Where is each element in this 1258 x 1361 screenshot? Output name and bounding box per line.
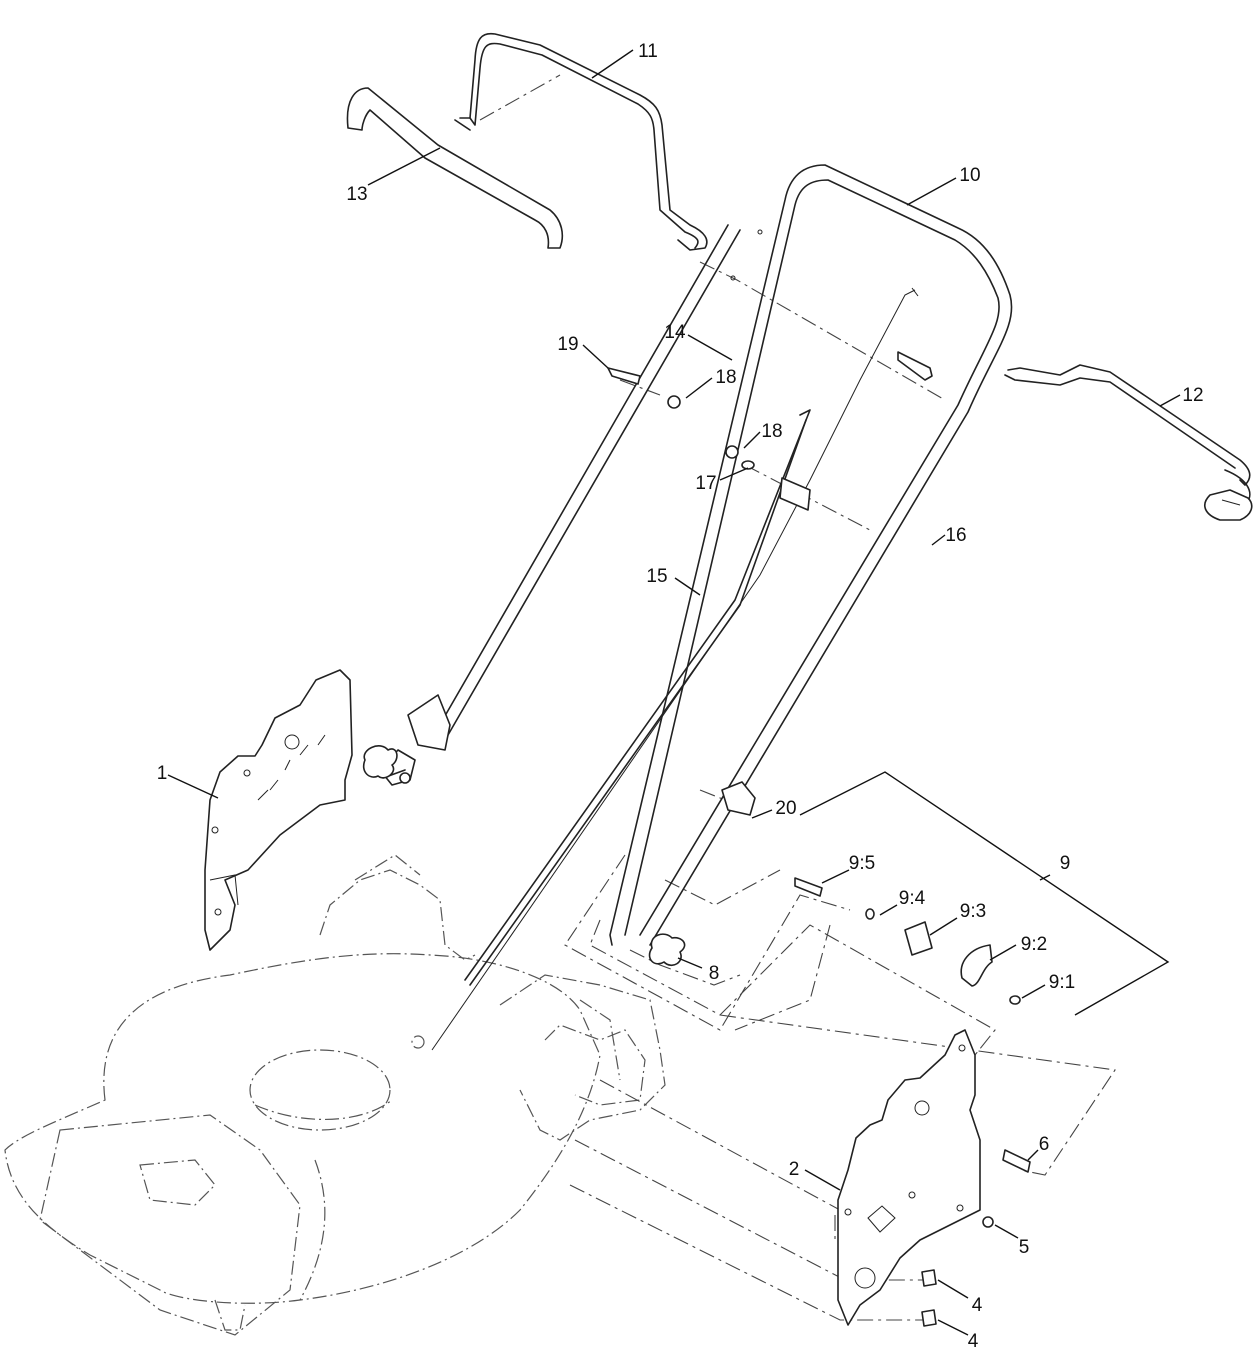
callout-4-upper: 4 [972, 1295, 983, 1316]
part-2-side-plate [837, 1029, 981, 1326]
kit-9-outline [799, 771, 1170, 1016]
callout-19: 19 [557, 334, 578, 355]
cable-guide [779, 477, 811, 511]
part-11-bail [454, 32, 708, 251]
callout-4-lower: 4 [968, 1331, 979, 1352]
callout-9: 9 [1060, 853, 1071, 874]
callout-1: 1 [157, 763, 168, 784]
leader-lines [167, 49, 1181, 1336]
part-19-pin [607, 367, 641, 385]
part-6-pin [1002, 1149, 1031, 1173]
part-17-washer [741, 460, 755, 470]
callout-13: 13 [346, 184, 367, 205]
callout-8: 8 [709, 963, 720, 984]
callout-17: 17 [695, 473, 716, 494]
part-18-nut-upper [667, 395, 681, 409]
callout-9-2: 9:2 [1021, 934, 1047, 955]
callout-9-5: 9:5 [849, 853, 875, 874]
callout-5: 5 [1019, 1237, 1030, 1258]
mower-deck [4, 854, 666, 1336]
callout-9-3: 9:3 [960, 901, 986, 922]
part-9-2-lever [960, 944, 993, 987]
part-9-4-spring [865, 908, 875, 920]
callout-20: 20 [775, 798, 796, 819]
part-20-clamp [721, 781, 756, 816]
part-9-5-pin [794, 877, 823, 897]
callout-9-1: 9:1 [1049, 972, 1075, 993]
part-9-1-cap [1009, 995, 1021, 1005]
callout-9-4: 9:4 [899, 888, 926, 909]
part-8-knob [648, 933, 686, 967]
part-5-screw [982, 1216, 994, 1228]
part-9-3-block [904, 921, 933, 956]
callout-11: 11 [638, 41, 658, 62]
hardware [607, 351, 1031, 1327]
callout-18-upper: 18 [715, 367, 736, 388]
part-4-nut-upper [921, 1269, 937, 1287]
part-4-nut-lower [921, 1309, 937, 1327]
part-16-bolt [897, 351, 933, 381]
callout-14: 14 [664, 322, 686, 343]
part-13-grip [346, 87, 564, 249]
callout-labels: 11 13 10 19 18 12 18 17 16 14 15 1 20 9 … [157, 41, 1204, 1352]
callout-15: 15 [646, 566, 667, 587]
part-12-bail [1004, 364, 1253, 521]
callout-16: 16 [945, 525, 966, 546]
part-1-side-plate [204, 669, 353, 951]
part-10-handle [609, 164, 1013, 946]
callout-6: 6 [1039, 1134, 1050, 1155]
callout-10: 10 [959, 165, 980, 186]
handle-rod-left [362, 224, 741, 786]
callout-2: 2 [789, 1159, 800, 1180]
callout-12: 12 [1182, 385, 1203, 406]
callout-18-lower: 18 [761, 421, 782, 442]
part-18-nut-lower [725, 445, 739, 459]
